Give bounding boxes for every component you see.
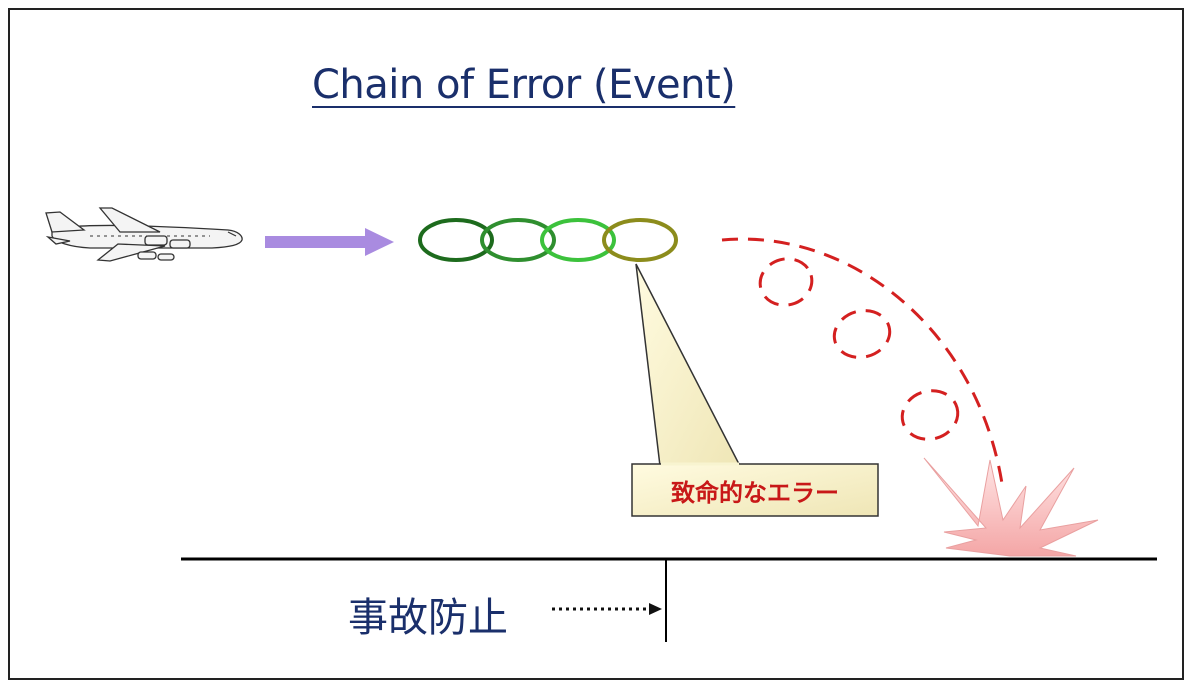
callout-text: 致命的なエラー: [671, 478, 839, 507]
falling-error-path: [721, 237, 1005, 491]
chain-link-1: [418, 218, 494, 262]
arrow-right-icon: [265, 228, 394, 256]
callout-pointer: [635, 263, 742, 467]
chain-link-2: [480, 218, 556, 262]
callout-box: [631, 463, 879, 517]
diagram-frame: [8, 8, 1184, 680]
diagram-title: Chain of Error (Event): [312, 62, 736, 108]
chain-link-4: [602, 218, 678, 262]
prevention-label: 事故防止: [348, 595, 508, 641]
airplane-icon: [45, 207, 243, 262]
explosion-icon: [923, 457, 1099, 557]
chain-icon: [418, 218, 678, 262]
chain-link-3: [540, 218, 616, 262]
dotted-arrow-icon: [552, 603, 662, 615]
